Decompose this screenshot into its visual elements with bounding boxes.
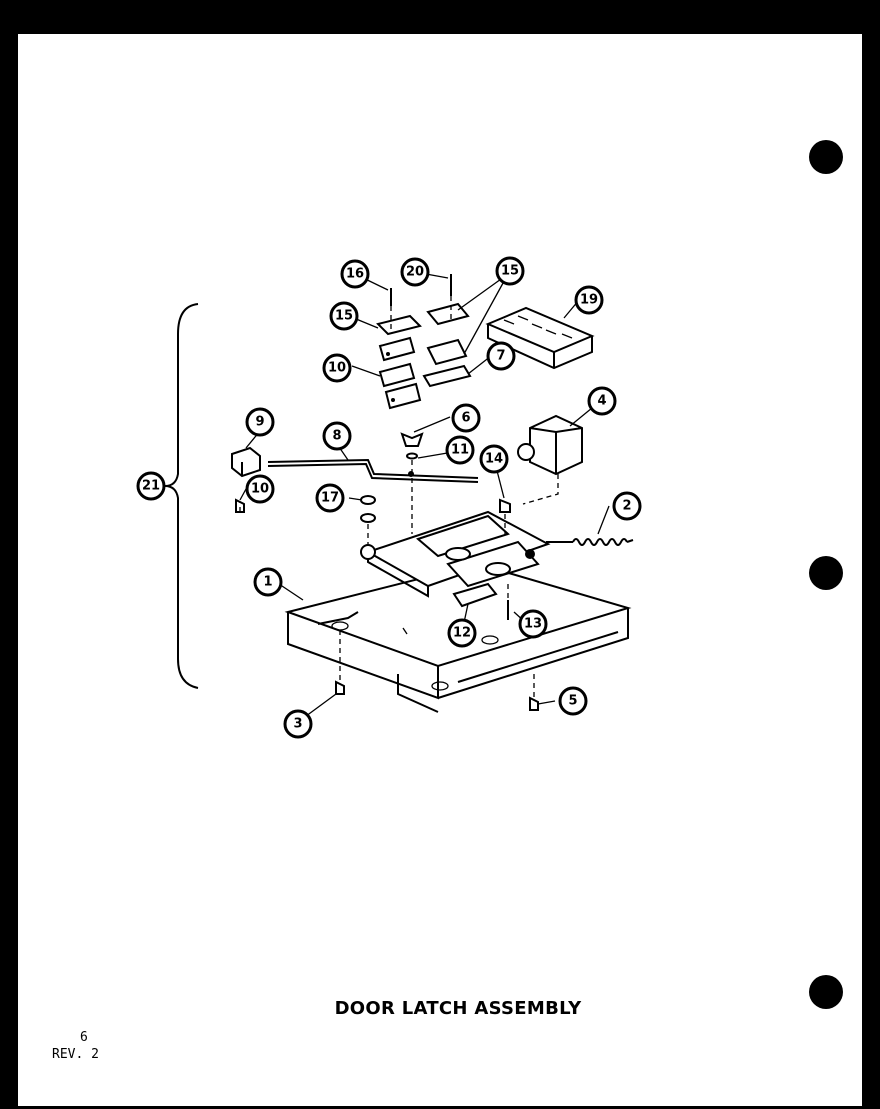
callout-15-right: 15 — [495, 256, 525, 286]
callout-6: 6 — [451, 403, 481, 433]
diagram-title: DOOR LATCH ASSEMBLY — [334, 998, 582, 1019]
callout-9-label: 9 — [255, 415, 264, 430]
screw-3 — [335, 680, 345, 695]
callout-9: 9 — [245, 407, 275, 437]
callout-19: 19 — [574, 285, 604, 315]
callout-1-label: 1 — [263, 575, 272, 590]
page-number: 6 — [80, 1030, 88, 1045]
callout-21-label: 21 — [142, 479, 160, 494]
callout-12-label: 12 — [453, 626, 471, 641]
callout-17: 17 — [315, 483, 345, 513]
callout-21: 21 — [136, 471, 166, 501]
punch-hole-middle — [809, 556, 843, 590]
callout-15-right-label: 15 — [501, 264, 519, 279]
solenoid — [517, 414, 583, 505]
wing-nut — [400, 432, 424, 447]
callout-11-label: 11 — [451, 443, 469, 458]
exploded-parts-diagram: 1 2 3 4 5 6 7 8 9 10 11 12 13 14 15 15 1… — [136, 256, 642, 739]
screw-10-lower — [235, 498, 245, 513]
terminal-block — [485, 306, 595, 370]
callout-17-label: 17 — [321, 491, 339, 506]
callout-7: 7 — [486, 341, 516, 371]
drawing-sheet: 1 2 3 4 5 6 7 8 9 10 11 12 13 14 15 15 1… — [18, 34, 862, 1106]
callout-20-label: 20 — [406, 265, 424, 280]
callout-10-lower-label: 10 — [251, 482, 269, 497]
callout-19-label: 19 — [580, 293, 598, 308]
callout-16: 16 — [340, 259, 370, 289]
callout-14: 14 — [479, 444, 509, 474]
callout-13: 13 — [518, 609, 548, 639]
base-plate — [284, 562, 632, 713]
callout-10-upper-label: 10 — [328, 361, 346, 376]
bushing — [231, 446, 261, 478]
callout-5: 5 — [558, 686, 588, 716]
callout-14-label: 14 — [485, 452, 503, 467]
callout-4: 4 — [587, 386, 617, 416]
callout-20: 20 — [400, 257, 430, 287]
revision-label: REV. 2 — [52, 1047, 99, 1062]
callout-4-label: 4 — [597, 394, 606, 409]
callout-5-label: 5 — [568, 694, 577, 709]
callout-10-upper: 10 — [322, 353, 352, 383]
callout-2: 2 — [612, 491, 642, 521]
nut-17-lower — [360, 513, 376, 523]
callout-15-left-label: 15 — [335, 309, 353, 324]
callout-6-label: 6 — [461, 411, 470, 426]
callout-15-left: 15 — [329, 301, 359, 331]
callout-8-label: 8 — [332, 429, 341, 444]
spring — [546, 538, 634, 546]
latch-mechanism — [360, 510, 551, 608]
screw-5 — [529, 696, 539, 711]
callout-3-label: 3 — [293, 717, 302, 732]
callout-7-label: 7 — [496, 349, 505, 364]
punch-hole-bottom — [809, 975, 843, 1009]
assembly-bracket — [164, 303, 199, 689]
nut-17-upper — [360, 495, 376, 505]
callout-12: 12 — [447, 618, 477, 648]
latch-rod — [267, 458, 479, 483]
punch-hole-top — [809, 140, 843, 174]
callout-1: 1 — [253, 567, 283, 597]
callout-10-lower: 10 — [245, 474, 275, 504]
washer — [406, 452, 418, 460]
callout-11: 11 — [445, 435, 475, 465]
callout-3: 3 — [283, 709, 313, 739]
callout-16-label: 16 — [346, 267, 364, 282]
callout-8: 8 — [322, 421, 352, 451]
switch-stack — [376, 302, 472, 410]
screw-14 — [499, 498, 511, 513]
callout-13-label: 13 — [524, 617, 542, 632]
callout-2-label: 2 — [622, 499, 631, 514]
